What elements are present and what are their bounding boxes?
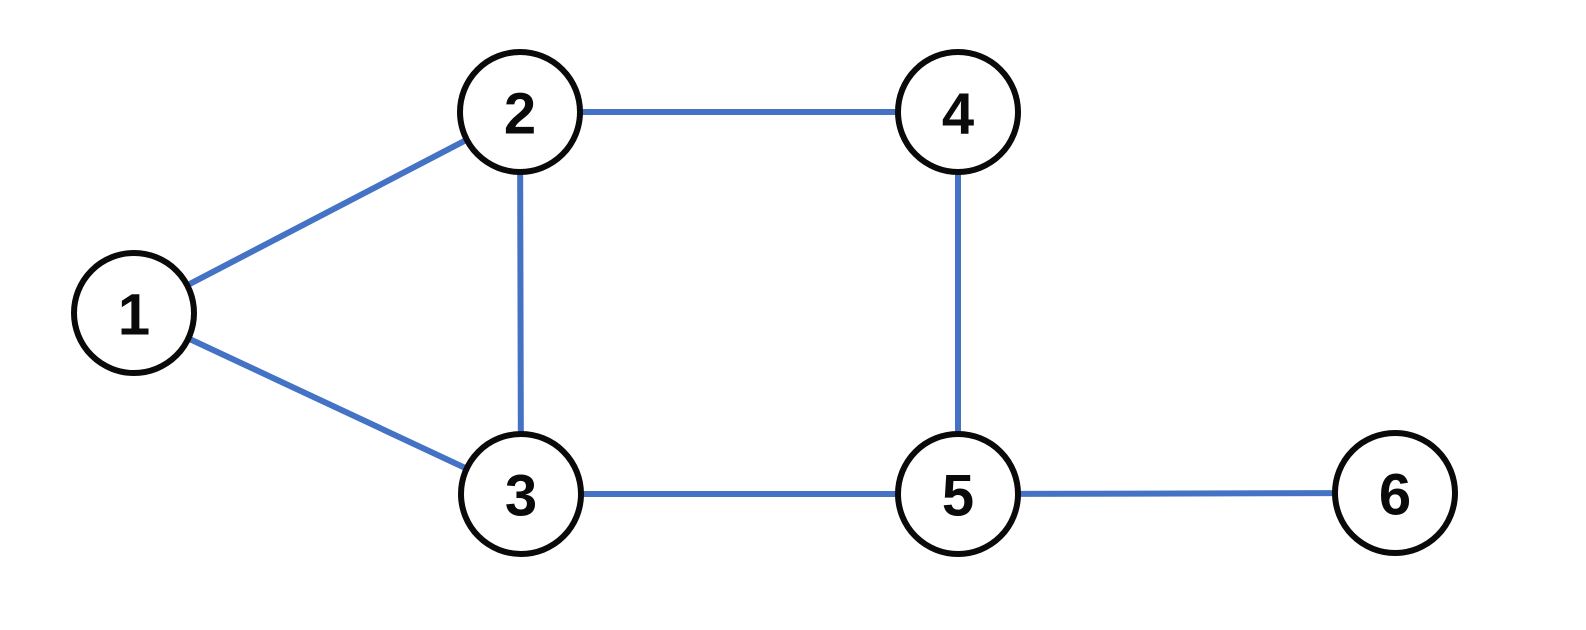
edge-5-6	[957, 490, 1396, 497]
node-4: 4	[895, 49, 1021, 175]
edge-1-2	[132, 109, 522, 316]
node-circle-3	[458, 431, 584, 557]
node-label-5: 5	[942, 464, 974, 529]
node-label-1: 1	[118, 283, 150, 348]
node-5: 5	[895, 431, 1021, 557]
node-circle-6	[1332, 430, 1458, 556]
node-label-3: 3	[505, 464, 537, 529]
node-label-4: 4	[942, 82, 974, 147]
node-6: 6	[1332, 430, 1458, 556]
node-circle-4	[895, 49, 1021, 175]
node-label-2: 2	[504, 82, 536, 147]
node-circle-2	[457, 49, 583, 175]
node-2: 2	[457, 49, 583, 175]
node-circle-5	[895, 431, 1021, 557]
edge-1-3	[132, 310, 523, 497]
node-1: 1	[71, 250, 197, 376]
node-circle-1	[71, 250, 197, 376]
node-3: 3	[458, 431, 584, 557]
edge-2-3	[517, 111, 524, 495]
node-label-6: 6	[1379, 463, 1411, 528]
